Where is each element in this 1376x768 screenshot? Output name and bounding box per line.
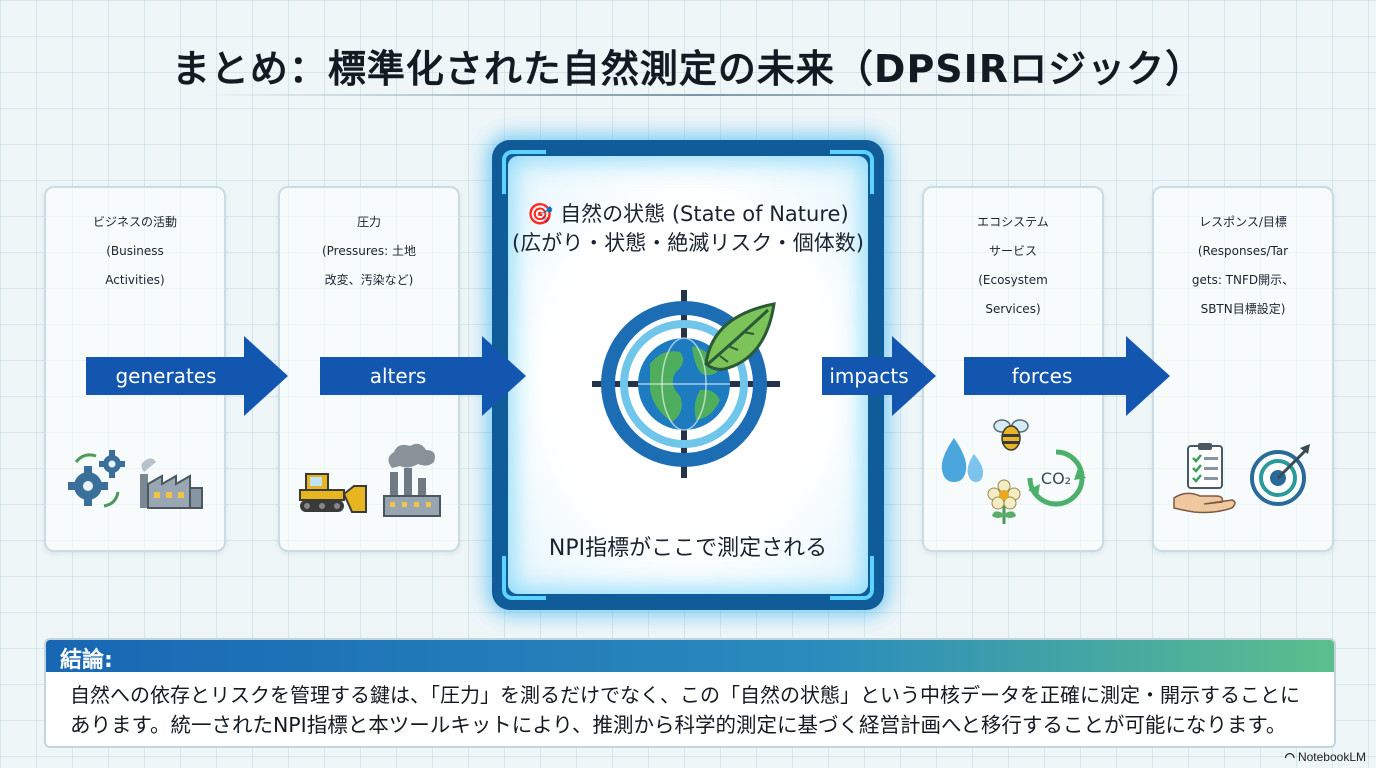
svg-text:CO₂: CO₂	[1041, 469, 1071, 488]
state-of-nature-panel: 🎯 自然の状態 (State of Nature) (広がり・状態・絶滅リスク・…	[492, 140, 884, 610]
card-ecosystem-line-4: Services)	[985, 302, 1041, 316]
card-ecosystem-line-2: サービス	[988, 244, 1037, 258]
checklist-hand-icon	[1173, 443, 1236, 514]
conclusion-line-1: 自然への依存とリスクを管理する鍵は、「圧力」を測るだけでなく、この「自然の状態」…	[70, 683, 1300, 707]
arrow-forces-label: forces	[1011, 364, 1073, 388]
arrow-forces: forces	[964, 336, 1170, 416]
frame-corner-bottom-left	[502, 556, 546, 600]
conclusion-line-2: あります。統一されたNPI指標と本ツールキットにより、推測から科学的測定に基づく…	[70, 713, 1287, 737]
card-business-line-2: (Business	[106, 244, 164, 258]
water-drops-icon	[941, 438, 984, 482]
smokestack-factory-icon	[383, 443, 441, 517]
arrow-generates-label: generates	[115, 364, 217, 388]
card-responses-line-4: SBTN目標設定)	[1200, 302, 1286, 316]
frame-corner-top-left	[502, 150, 546, 194]
card-ecosystem-line-3: (Ecosystem	[978, 273, 1048, 287]
notebooklm-logo-icon: ◠	[1284, 750, 1295, 764]
brand-name: NotebookLM	[1297, 750, 1366, 764]
arrow-alters-label: alters	[369, 364, 427, 388]
card-responses-line-3: gets: TNFD開示、	[1191, 273, 1295, 287]
arrow-impacts: impacts	[822, 336, 936, 416]
flower-icon	[987, 479, 1021, 524]
co2-cycle-icon: CO₂	[1027, 449, 1086, 507]
frame-corner-bottom-right	[830, 556, 874, 600]
card-pressures-line-1: 圧力	[356, 215, 381, 229]
arrow-alters: alters	[320, 336, 526, 416]
conclusion-header: 結論:	[46, 640, 1334, 673]
card-pressures-line-2: (Pressures: 土地	[321, 244, 417, 258]
target-arrow-icon	[1250, 444, 1310, 506]
conclusion-heading: 結論:	[60, 648, 113, 673]
bulldozer-icon	[299, 473, 367, 513]
target-globe-leaf-icon	[592, 290, 780, 478]
state-of-nature-subtitle: (広がり・状態・絶滅リスク・個体数)	[512, 231, 864, 255]
npi-caption: NPI指標がここで測定される	[548, 536, 828, 561]
card-responses-line-1: レスポンス/目標	[1199, 215, 1287, 229]
brand-watermark: ◠NotebookLM	[1284, 750, 1366, 764]
bee-icon	[993, 419, 1029, 451]
page-title: まとめ：標準化された自然測定の未来（DPSIRロジック）	[171, 47, 1205, 91]
arrow-impacts-label: impacts	[829, 364, 909, 388]
card-responses-targets: レスポンス/目標 (Responses/Tar gets: TNFD開示、 SB…	[1152, 186, 1334, 552]
arrow-generates: generates	[86, 336, 288, 416]
gears-icon	[68, 450, 125, 508]
card-responses-line-2: (Responses/Tar	[1197, 244, 1289, 258]
card-ecosystem-line-1: エコシステム	[977, 215, 1049, 229]
card-business-line-1: ビジネスの活動	[92, 215, 177, 229]
card-pressures-line-3: 改変、汚染など)	[324, 273, 414, 287]
conclusion-box: 結論: 自然への依存とリスクを管理する鍵は、「圧力」を測るだけでなく、この「自然…	[44, 638, 1336, 748]
card-business-line-3: Activities)	[105, 273, 165, 287]
state-of-nature-title: 🎯 自然の状態 (State of Nature)	[527, 202, 849, 226]
title-underline	[200, 94, 1200, 96]
frame-corner-top-right	[830, 150, 874, 194]
factory-icon	[140, 458, 203, 509]
